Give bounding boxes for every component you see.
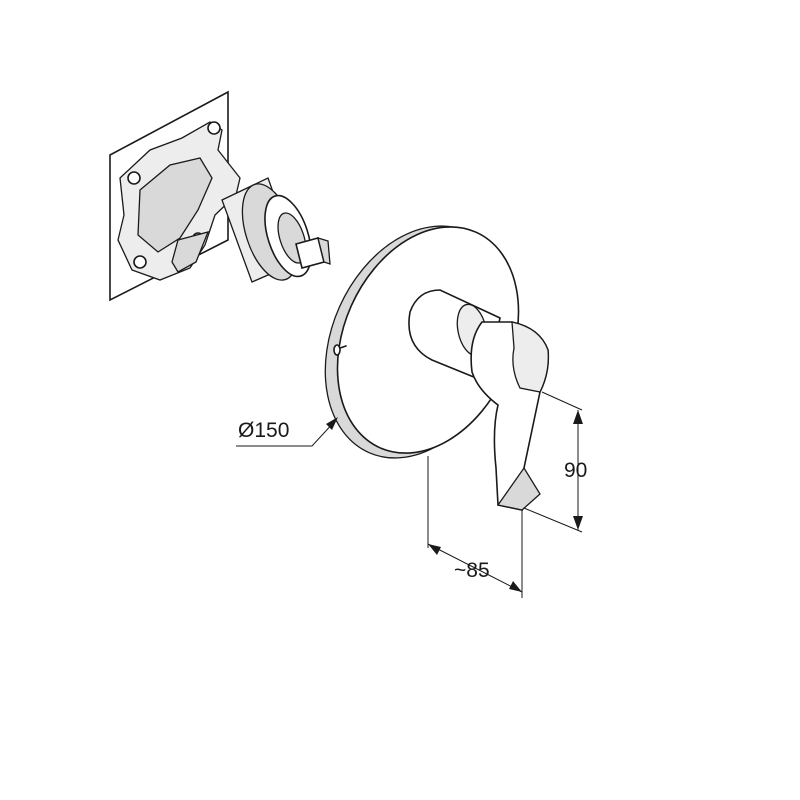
- diameter-arrowhead: [326, 417, 338, 430]
- diameter-dimension: Ø150: [236, 417, 338, 447]
- height-arrow-bottom: [573, 516, 583, 530]
- diameter-leader: [236, 419, 337, 447]
- mounting-hole: [127, 171, 141, 185]
- trim-assembly: [324, 225, 550, 511]
- depth-dimension: ~85: [427, 456, 523, 598]
- rough-in-valve-body: [109, 90, 331, 302]
- depth-arrow-left: [428, 544, 441, 555]
- height-extension-bottom: [523, 507, 583, 533]
- height-label: 90: [564, 459, 587, 482]
- valve-casting-inner: [137, 157, 213, 253]
- diameter-label: Ø150: [238, 419, 289, 442]
- height-extension-top: [541, 391, 583, 411]
- depth-dimension-line: [427, 543, 523, 593]
- height-arrow-top: [573, 410, 583, 424]
- height-dimension: 90: [523, 391, 587, 533]
- mounting-hole: [207, 121, 221, 135]
- depth-label: ~85: [454, 559, 490, 582]
- depth-arrow-right: [509, 581, 522, 592]
- lever-tip-face: [496, 466, 541, 511]
- spindle-tip: [317, 237, 331, 265]
- diverter-lever: [171, 231, 210, 273]
- mounting-hole: [133, 255, 147, 269]
- lever-handle-facet: [511, 321, 549, 393]
- locating-pin-head: [333, 344, 341, 356]
